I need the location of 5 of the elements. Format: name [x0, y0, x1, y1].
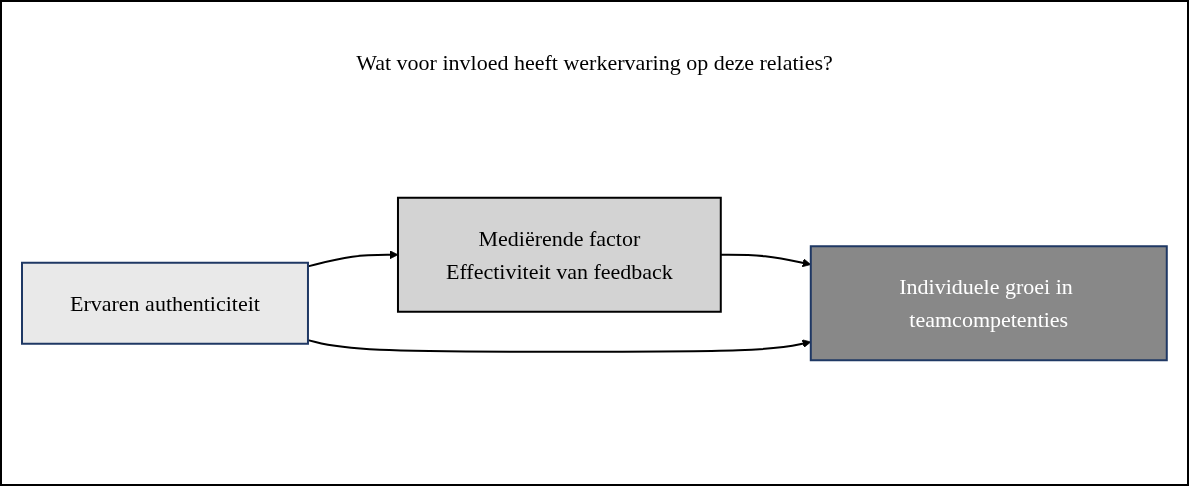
arrow	[307, 250, 399, 268]
node-box: Individuele groei in teamcompetenties	[809, 245, 1168, 362]
node-box: Ervaren authenticiteit	[21, 261, 310, 345]
question-text: Wat voor invloed heeft werkervaring op deze relaties?	[356, 50, 833, 76]
node-box: Mediërende factor Effectiviteit van feedback	[397, 196, 722, 313]
